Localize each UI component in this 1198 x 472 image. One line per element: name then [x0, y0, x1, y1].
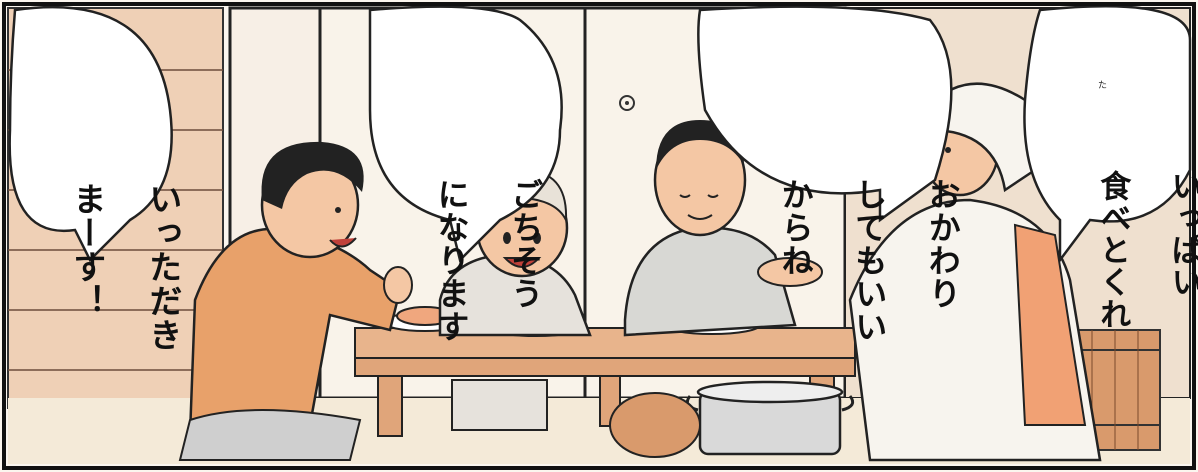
speech-line: いっただき [143, 182, 183, 352]
speech-bubble-1 [8, 5, 173, 263]
speech-text-child: ごちそう になります [396, 22, 580, 343]
furigana-ta: た [1098, 81, 1108, 91]
speech-line: いっぱい [1165, 170, 1198, 298]
speech-bubbles [8, 5, 1192, 264]
speech-text-woman: さあ いっぱい 食べとくれ [1058, 22, 1198, 330]
speech-line: まーす！ [67, 182, 107, 318]
speech-bubble-4 [1023, 5, 1192, 264]
door-handle [619, 95, 635, 111]
speech-line: からね [776, 178, 815, 277]
man-middle-right [609, 120, 797, 458]
boy-left [178, 141, 413, 461]
speech-bubble-3 [697, 5, 953, 223]
speech-line: になります [432, 178, 471, 343]
cooking-pot [685, 380, 855, 456]
speech-line: おかわり [923, 178, 962, 310]
speech-bubble-2 [368, 5, 563, 263]
speech-line: してもいい [850, 178, 889, 343]
speech-text-boy: いっただき まーす！ [30, 22, 220, 352]
speech-line: ごちそう [506, 178, 545, 310]
speech-text-man: おかわり してもいい からね [740, 22, 998, 343]
speech-line: 食べとくれ [1094, 170, 1131, 330]
